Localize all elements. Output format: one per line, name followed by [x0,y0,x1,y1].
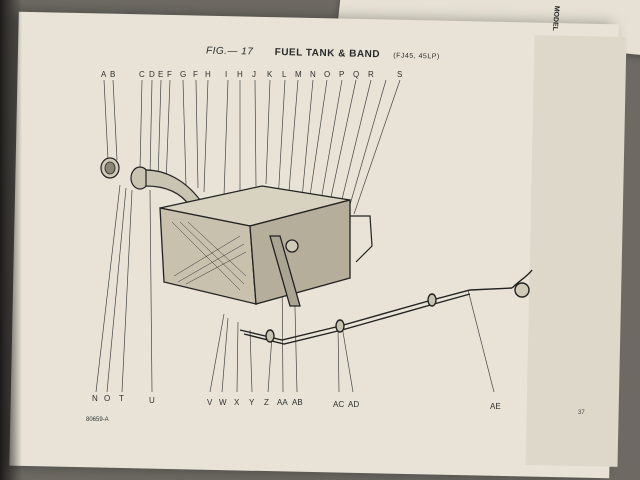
callout-label: K [267,70,273,79]
callout-label: G [180,70,187,79]
callout-label: B [110,70,116,79]
callout-label: P [339,70,345,79]
callout-label: Z [264,398,269,407]
callout-label: L [282,70,287,79]
callout-label: A [101,70,107,79]
callout-label: X [234,398,240,407]
callout-label: E [158,70,164,79]
callout-label: H [237,70,243,79]
callout-label: AE [490,402,501,411]
callout-label: I [225,70,228,79]
callout-label: C [139,70,145,79]
fuel-line [239,269,533,345]
callout-label: AD [348,400,360,409]
breather-hose [350,215,373,263]
drawing-code: 80659-A [86,417,109,423]
callout-label: AC [333,400,345,409]
callout-label: F [167,70,172,79]
callout-label: O [104,394,111,403]
binding-shadow [0,0,22,480]
tank-body [159,185,351,307]
callout-label: M [295,70,302,79]
callout-label: V [207,398,213,407]
callout-label: AB [292,398,303,407]
callout-label: S [397,70,403,79]
callout-label: AA [277,398,288,407]
callout-label: J [252,70,256,79]
callout-label: H [205,70,211,79]
callout-label: U [149,396,155,405]
page-number: 37 [578,410,585,416]
callout-label: N [92,394,98,403]
callout-label: F [193,70,198,79]
callout-label: Y [249,398,255,407]
callout-label: T [119,394,124,403]
callout-label: O [324,70,331,79]
callout-label: D [149,70,155,79]
callout-label: Q [353,70,360,79]
callout-label: N [310,70,316,79]
callout-label: R [368,70,374,79]
callout-label: W [219,398,227,407]
fuel-cap [100,157,120,179]
